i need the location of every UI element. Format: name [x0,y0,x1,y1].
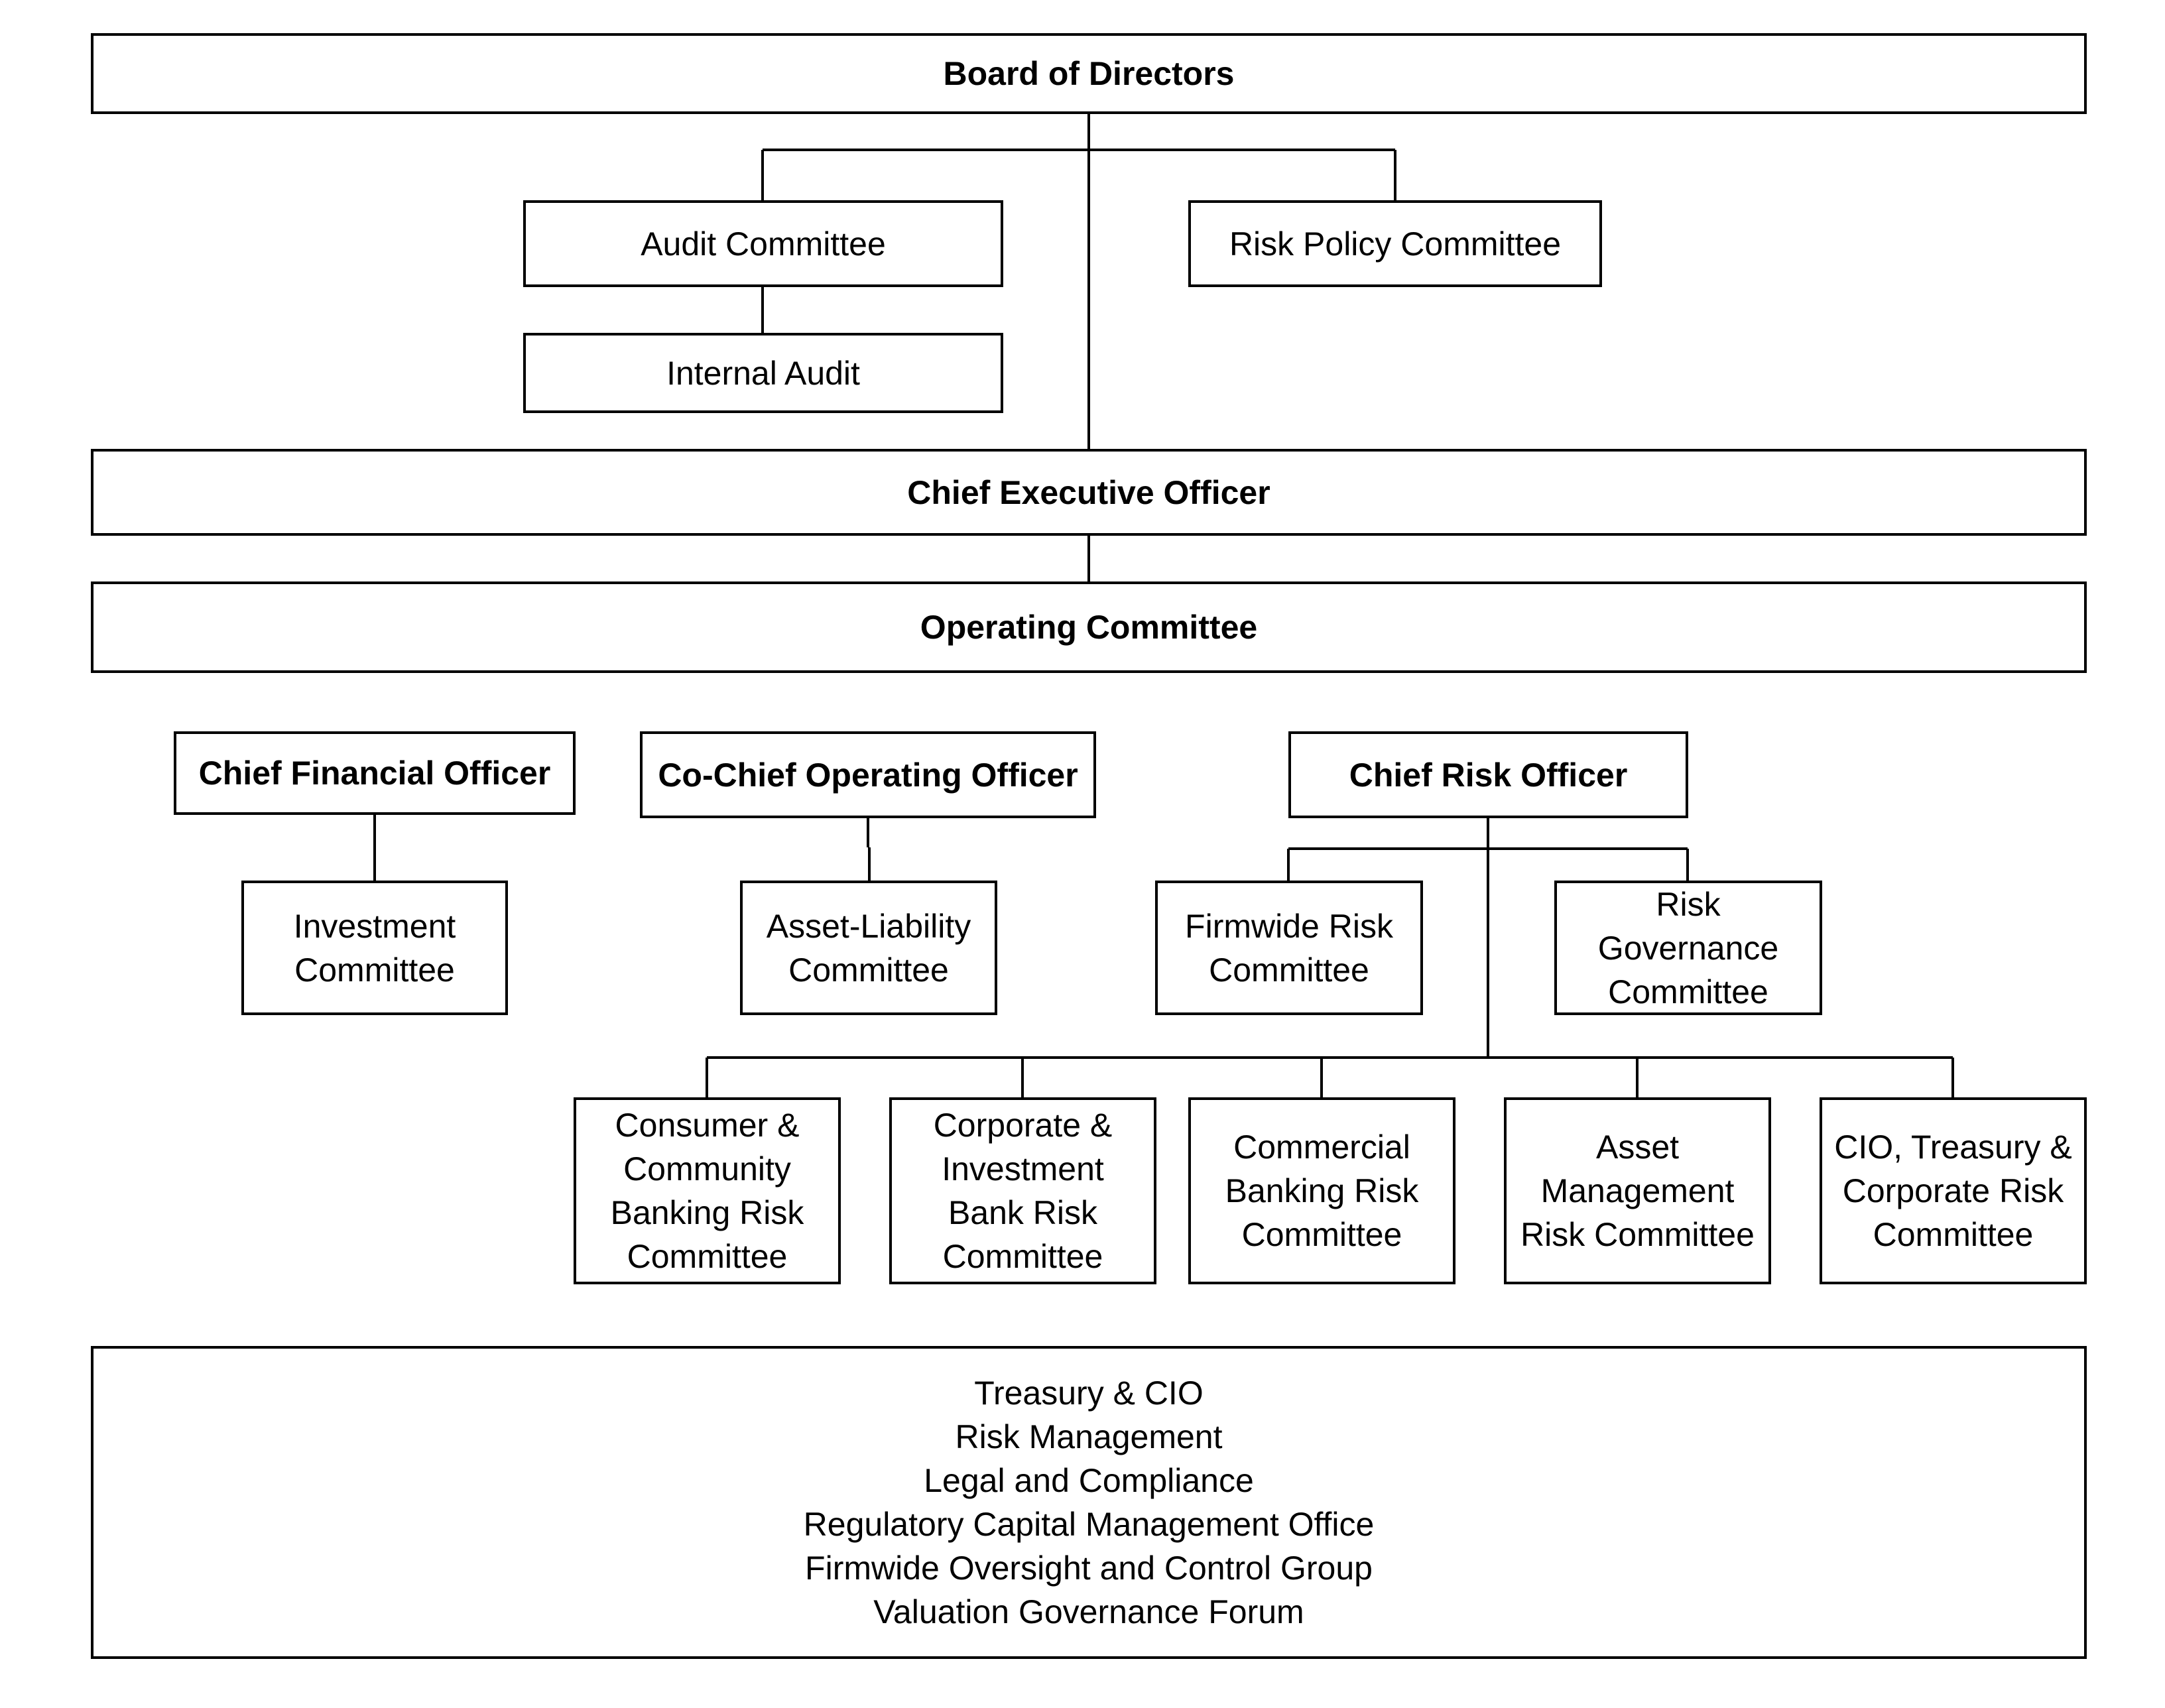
support-functions-box: Treasury & CIO Risk Management Legal and… [91,1346,2087,1659]
support-function-regulatory-capital: Regulatory Capital Management Office [803,1506,1375,1543]
ceo-label: Chief Executive Officer [907,473,1270,511]
ccb-risk-committee-box: Consumer & Community Banking Risk Commit… [574,1097,841,1284]
co-coo-label: Co-Chief Operating Officer [658,756,1078,794]
investment-committee-label: Investment Committee [293,907,456,989]
internal-audit-box: Internal Audit [523,333,1003,413]
support-function-valuation-governance: Valuation Governance Forum [873,1593,1304,1630]
cb-risk-committee-label: Commercial Banking Risk Committee [1225,1128,1419,1253]
support-function-risk-management: Risk Management [955,1418,1223,1455]
cfo-box: Chief Financial Officer [174,731,576,815]
alco-box: Asset-Liability Committee [740,881,997,1015]
am-risk-committee-label: Asset Management Risk Committee [1520,1128,1755,1253]
cb-risk-committee-box: Commercial Banking Risk Committee [1188,1097,1455,1284]
firmwide-risk-committee-label: Firmwide Risk Committee [1185,907,1393,989]
board-of-directors-label: Board of Directors [943,55,1235,92]
operating-committee-box: Operating Committee [91,581,2087,673]
support-function-oversight-control: Firmwide Oversight and Control Group [805,1550,1373,1587]
risk-governance-committee-box: Risk Governance Committee [1554,881,1822,1015]
audit-committee-box: Audit Committee [523,200,1003,287]
alco-label: Asset-Liability Committee [766,907,971,989]
operating-committee-label: Operating Committee [920,609,1258,646]
cio-treasury-risk-committee-box: CIO, Treasury & Corporate Risk Committee [1820,1097,2087,1284]
risk-governance-committee-label: Risk Governance Committee [1597,885,1779,1010]
ceo-box: Chief Executive Officer [91,449,2087,536]
board-of-directors-box: Board of Directors [91,33,2087,114]
cfo-label: Chief Financial Officer [198,755,551,792]
cro-label: Chief Risk Officer [1349,756,1628,794]
am-risk-committee-box: Asset Management Risk Committee [1504,1097,1771,1284]
internal-audit-label: Internal Audit [666,354,860,392]
cro-box: Chief Risk Officer [1288,731,1688,818]
firmwide-risk-committee-box: Firmwide Risk Committee [1155,881,1423,1015]
ccb-risk-committee-label: Consumer & Community Banking Risk Commit… [610,1107,804,1275]
co-coo-box: Co-Chief Operating Officer [640,731,1096,818]
cib-risk-committee-box: Corporate & Investment Bank Risk Committ… [889,1097,1156,1284]
risk-policy-committee-label: Risk Policy Committee [1229,225,1562,263]
risk-policy-committee-box: Risk Policy Committee [1188,200,1602,287]
cio-treasury-risk-committee-label: CIO, Treasury & Corporate Risk Committee [1834,1128,2072,1253]
support-function-treasury-cio: Treasury & CIO [974,1374,1204,1412]
investment-committee-box: Investment Committee [241,881,508,1015]
support-function-legal-compliance: Legal and Compliance [924,1462,1254,1499]
cib-risk-committee-label: Corporate & Investment Bank Risk Committ… [933,1107,1113,1275]
audit-committee-label: Audit Committee [641,225,886,263]
